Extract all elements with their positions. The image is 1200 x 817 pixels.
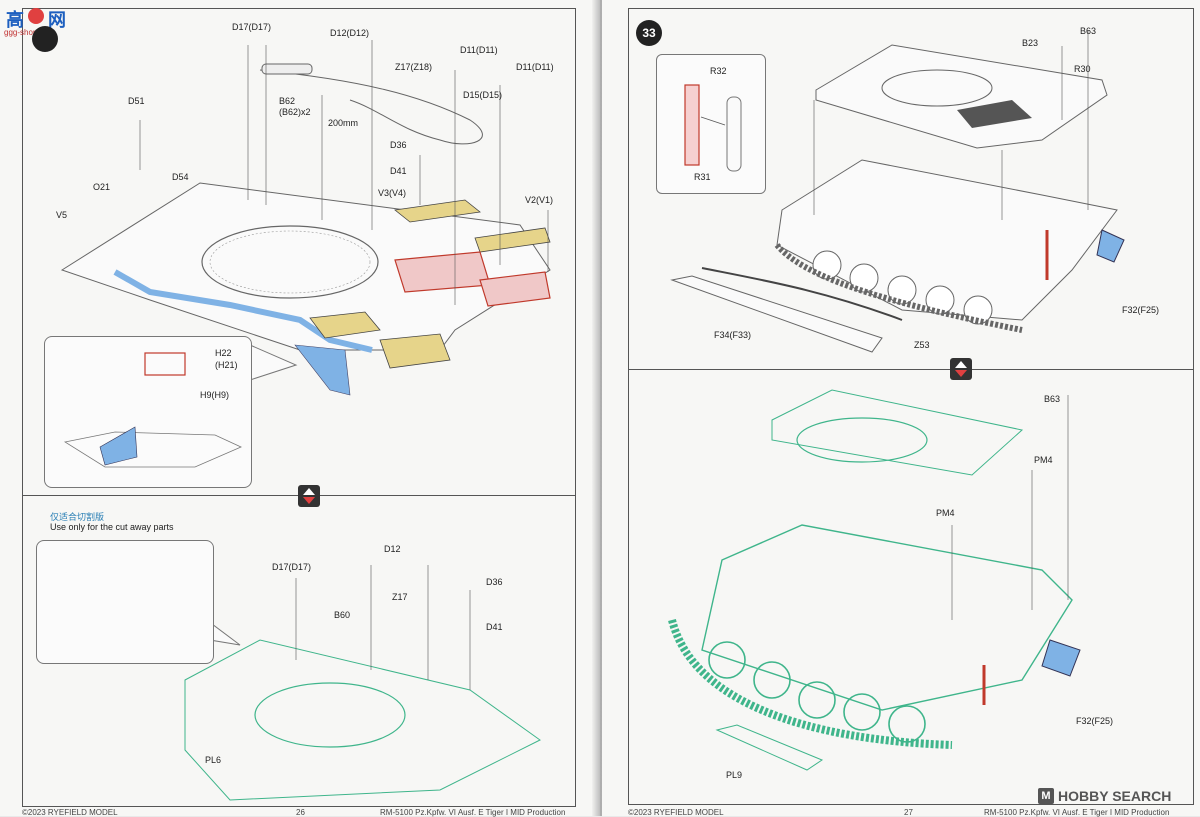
label-bottom-d17: D17(D17) <box>272 562 312 572</box>
watermark-logo: 高 网 ggg-shop.com <box>2 6 72 46</box>
label-v3: V3(V4) <box>378 188 407 198</box>
label-bottom-pl6: PL6 <box>205 755 222 765</box>
label-r-r30: R30 <box>1074 64 1091 74</box>
label-bottom-d12: D12 <box>384 544 401 554</box>
right-top-inset <box>656 54 766 194</box>
label-r-f34: F34(F33) <box>714 330 752 340</box>
label-d51: D51 <box>128 96 145 106</box>
label-d17: D17(D17) <box>232 22 272 32</box>
label-d41: D41 <box>390 166 407 176</box>
label-d11-b: D11(D11) <box>516 62 554 72</box>
swap-arrow-icon-left <box>298 485 320 507</box>
right-tank-diagram <box>668 30 1125 771</box>
label-d15: D15(D15) <box>463 90 503 100</box>
left-footer-page: 26 <box>296 808 305 817</box>
label-h21: (H21) <box>215 360 238 370</box>
left-top-inset <box>44 336 252 488</box>
watermark-char-2: 网 <box>48 10 66 30</box>
label-bottom-d41: D41 <box>486 622 503 632</box>
label-rb-f32: F32(F25) <box>1076 716 1114 726</box>
cutaway-note-en: Use only for the cut away parts <box>50 522 174 532</box>
right-footer-page: 27 <box>904 808 913 817</box>
label-d12: D12(D12) <box>330 28 370 38</box>
logo-text: HOBBY SEARCH <box>1058 788 1172 804</box>
right-footer-title: RM-5100 Pz.Kpfw. VI Ausf. E Tiger I MID … <box>984 808 1170 817</box>
right-page: 33 <box>602 0 1200 817</box>
swap-arrow-icon-right <box>950 358 972 380</box>
label-200mm: 200mm <box>328 118 359 128</box>
left-step-badge <box>32 26 58 52</box>
cutaway-note-cn: 仅适合切割版 <box>50 512 105 522</box>
left-page: 高 网 ggg-shop.com <box>0 0 598 817</box>
watermark-circle-icon <box>28 8 44 24</box>
label-bottom-d36: D36 <box>486 577 503 587</box>
label-r-z53: Z53 <box>914 340 930 350</box>
label-d54: D54 <box>172 172 189 182</box>
label-z17: Z17(Z18) <box>395 62 433 72</box>
left-footer-copyright: ©2023 RYEFIELD MODEL <box>22 808 118 817</box>
label-bottom-b60: B60 <box>334 610 351 620</box>
label-v5: V5 <box>56 210 68 220</box>
label-r-r32: R32 <box>710 66 727 76</box>
left-footer-title: RM-5100 Pz.Kpfw. VI Ausf. E Tiger I MID … <box>380 808 566 817</box>
label-r-b63: B63 <box>1080 26 1097 36</box>
label-h22: H22 <box>215 348 232 358</box>
label-rb-pm4-b: PM4 <box>936 508 955 518</box>
right-bottom-frame <box>628 369 1194 805</box>
label-r-b23: B23 <box>1022 38 1039 48</box>
label-b62x2: (B62)x2 <box>279 107 311 117</box>
right-footer-copyright: ©2023 RYEFIELD MODEL <box>628 808 724 817</box>
label-r-f32: F32(F25) <box>1122 305 1160 315</box>
label-d11-a: D11(D11) <box>460 45 498 55</box>
hobby-search-logo: M HOBBY SEARCH <box>1038 788 1198 808</box>
label-rb-pm4-a: PM4 <box>1034 455 1053 465</box>
label-h9: H9(H9) <box>200 390 230 400</box>
step-number-badge: 33 <box>636 20 662 46</box>
label-r-r31: R31 <box>694 172 711 182</box>
label-b62: B62 <box>279 96 296 106</box>
label-rb-pl9: PL9 <box>726 770 743 780</box>
left-hull-diagram <box>60 40 551 801</box>
label-v2: V2(V1) <box>525 195 554 205</box>
logo-mark: M <box>1038 788 1054 804</box>
label-rb-b63: B63 <box>1044 394 1061 404</box>
label-o21: O21 <box>93 182 111 192</box>
label-bottom-z17: Z17 <box>392 592 408 602</box>
label-d36: D36 <box>390 140 407 150</box>
watermark-char: 高 <box>6 10 24 30</box>
watermark-url: ggg-shop.com <box>4 28 55 37</box>
left-bottom-inset <box>36 540 214 664</box>
